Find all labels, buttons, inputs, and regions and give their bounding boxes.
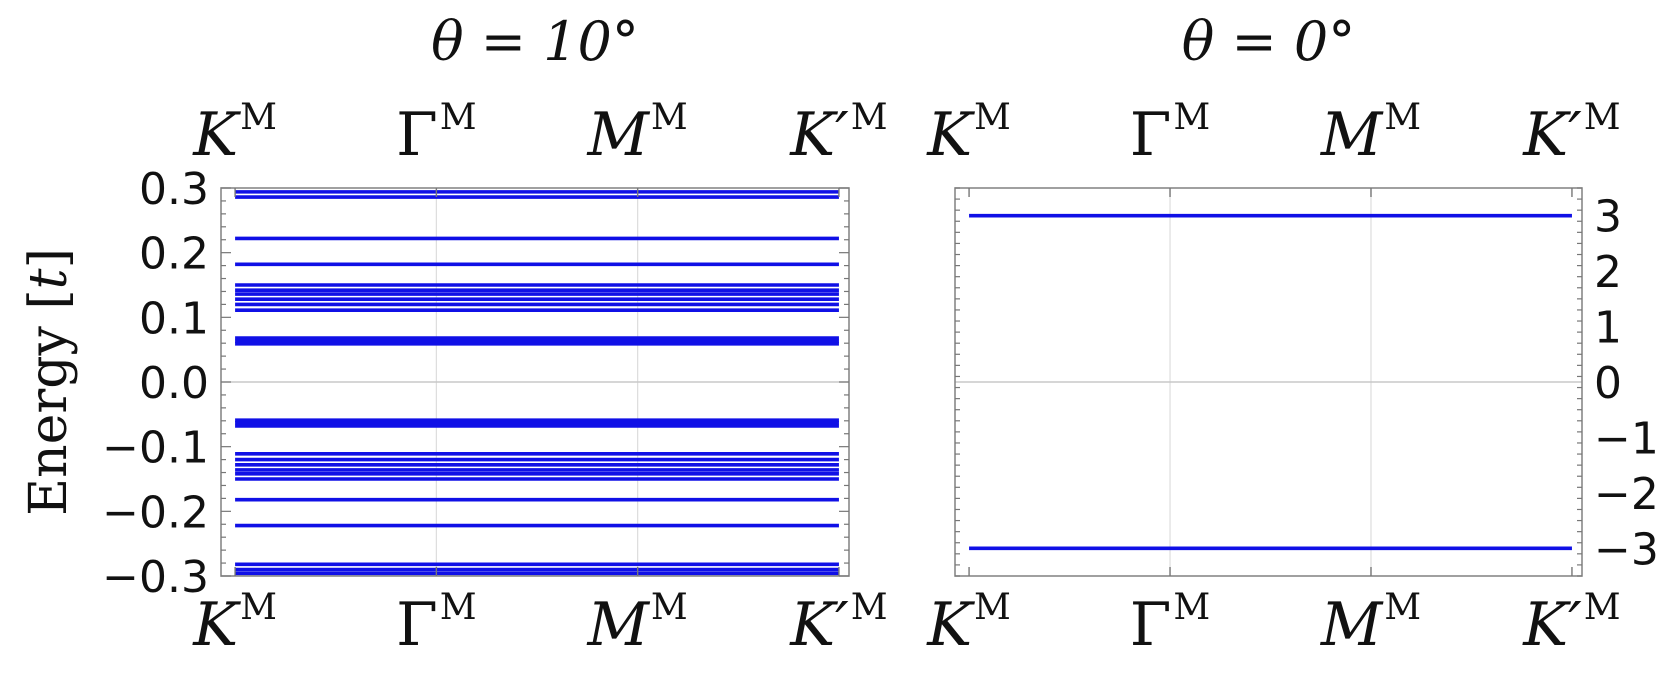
y-tick-label: 1 [1594,303,1622,354]
x-tick-label-top: K′M [1522,97,1620,170]
x-tick-label-bottom: KM [192,587,277,660]
y-tick-label: −2 [1594,469,1659,520]
y-tick-label: −0.1 [102,423,209,474]
y-tick-label: −1 [1594,413,1659,464]
y-tick-label: 0.1 [139,293,209,344]
y-tick-label: −0.3 [102,552,209,603]
y-tick-label: −3 [1594,524,1659,575]
y-tick-label: 3 [1594,192,1622,243]
x-tick-label-bottom: KM [926,587,1011,660]
x-tick-label-bottom: ΓM [1130,587,1211,660]
y-tick-label: 0 [1594,358,1622,409]
x-tick-label-bottom: K′M [1522,587,1620,660]
y-axis-label: Energy [t] [19,248,79,516]
panel-title: θ = 0° [1182,10,1355,73]
x-tick-label-top: MM [1320,97,1421,170]
y-tick-label: 2 [1594,247,1622,298]
y-tick-label: 0.0 [139,358,209,409]
panel-1: θ = 10° KM ΓM MM K′M KM ΓM MM K′M 0.3 0.2 0.1 0.0 −0.… [19,10,888,660]
plot-frame [954,187,1583,577]
y-tick-label: −0.2 [102,487,209,538]
x-tick-label-top: ΓM [1130,97,1211,170]
x-tick-label-bottom: ΓM [396,587,477,660]
x-tick-label-bottom: MM [586,587,687,660]
x-tick-label-top: MM [586,97,687,170]
x-tick-label-bottom: MM [1320,587,1421,660]
x-tick-label-top: ΓM [396,97,477,170]
x-tick-label-top: K′M [789,97,887,170]
y-tick-label: 0.3 [139,164,209,215]
x-tick-label-top: KM [926,97,1011,170]
y-tick-label: 0.2 [139,229,209,280]
x-tick-label-top: KM [192,97,277,170]
x-tick-label-bottom: K′M [789,587,887,660]
panel-title: θ = 10° [431,10,639,73]
